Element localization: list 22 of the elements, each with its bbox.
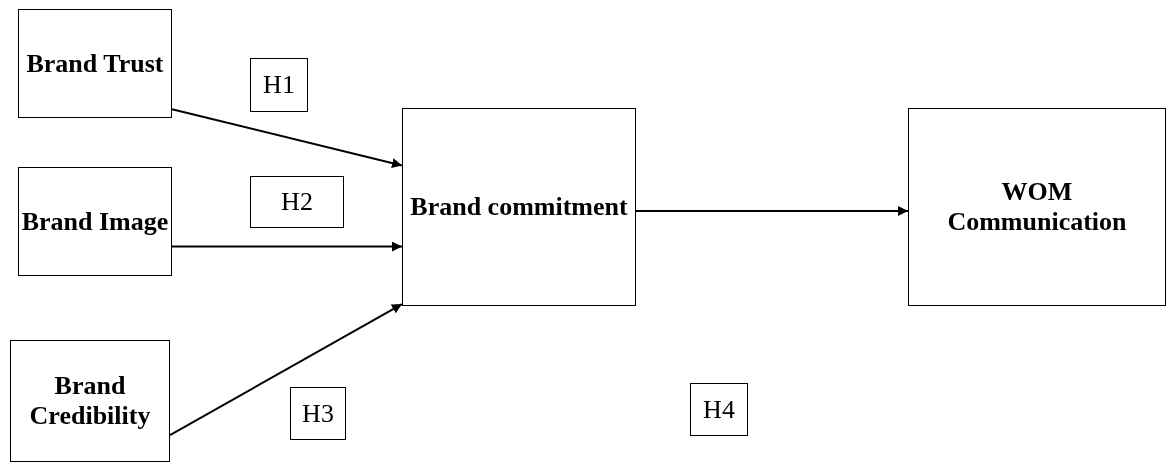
- hypothesis-box: [250, 58, 308, 112]
- hypothesis-label: H2: [281, 187, 313, 217]
- concept-label: WOM Communication: [946, 177, 1128, 237]
- concept-box: [18, 9, 172, 118]
- arrow: [635, 205, 909, 216]
- concept-label: Brand Image: [21, 206, 169, 237]
- concept-box: [402, 108, 636, 306]
- concept-box: [18, 167, 172, 276]
- concept-label: Brand commitment: [410, 192, 628, 222]
- hypothesis-label: H3: [302, 398, 334, 429]
- arrow: [171, 241, 403, 252]
- hypothesis-box: [690, 383, 748, 436]
- concept-label: Brand Trust: [26, 48, 164, 79]
- concept-box: [908, 108, 1166, 306]
- hypothesis-box: [290, 387, 346, 440]
- hypothesis-label: H4: [703, 394, 735, 425]
- arrow: [171, 108, 403, 168]
- hypothesis-box: [250, 176, 344, 228]
- concept-box: [10, 340, 170, 462]
- concept-label: Brand Credibility: [28, 371, 152, 431]
- hypothesis-label: H1: [263, 70, 295, 100]
- arrow: [169, 303, 403, 437]
